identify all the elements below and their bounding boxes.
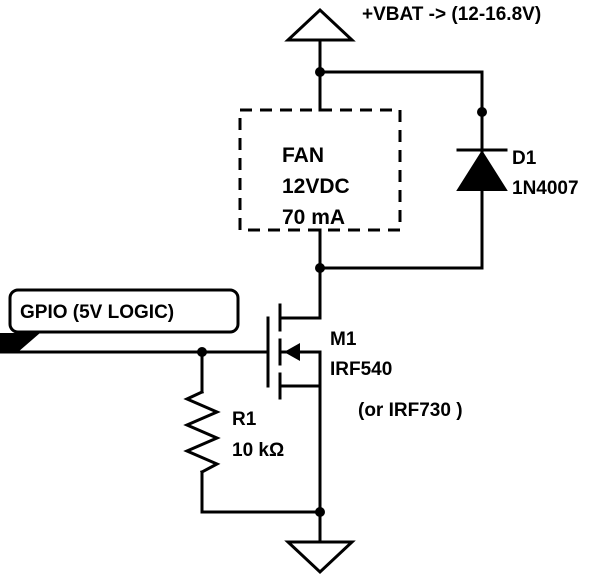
mosfet-symbol (266, 266, 322, 514)
vbat-label: +VBAT -> (12-16.8V) (362, 4, 541, 25)
resistor-symbol (183, 350, 322, 514)
mosfet-part: IRF540 (330, 359, 392, 380)
vbat-supply-symbol (284, 7, 356, 42)
junction-dot-vbat (315, 67, 325, 77)
diode-ref: D1 (512, 148, 537, 169)
junction-dot-diode-top (477, 107, 487, 117)
fan-label-line2: 12VDC (282, 175, 350, 198)
gpio-label: GPIO (5V LOGIC) (20, 302, 174, 323)
diode-symbol (456, 148, 508, 191)
resistor-value: 10 kΩ (232, 440, 284, 461)
ground-symbol (284, 540, 356, 575)
fan-box (238, 108, 402, 232)
gpio-net-label (0, 288, 240, 352)
fan-label-line3: 70 mA (282, 206, 345, 229)
mosfet-alt: (or IRF730 ) (358, 400, 463, 421)
diode-part: 1N4007 (512, 178, 579, 199)
resistor-ref: R1 (232, 409, 257, 430)
fan-label-line1: FAN (282, 144, 324, 167)
mosfet-ref: M1 (330, 329, 357, 350)
